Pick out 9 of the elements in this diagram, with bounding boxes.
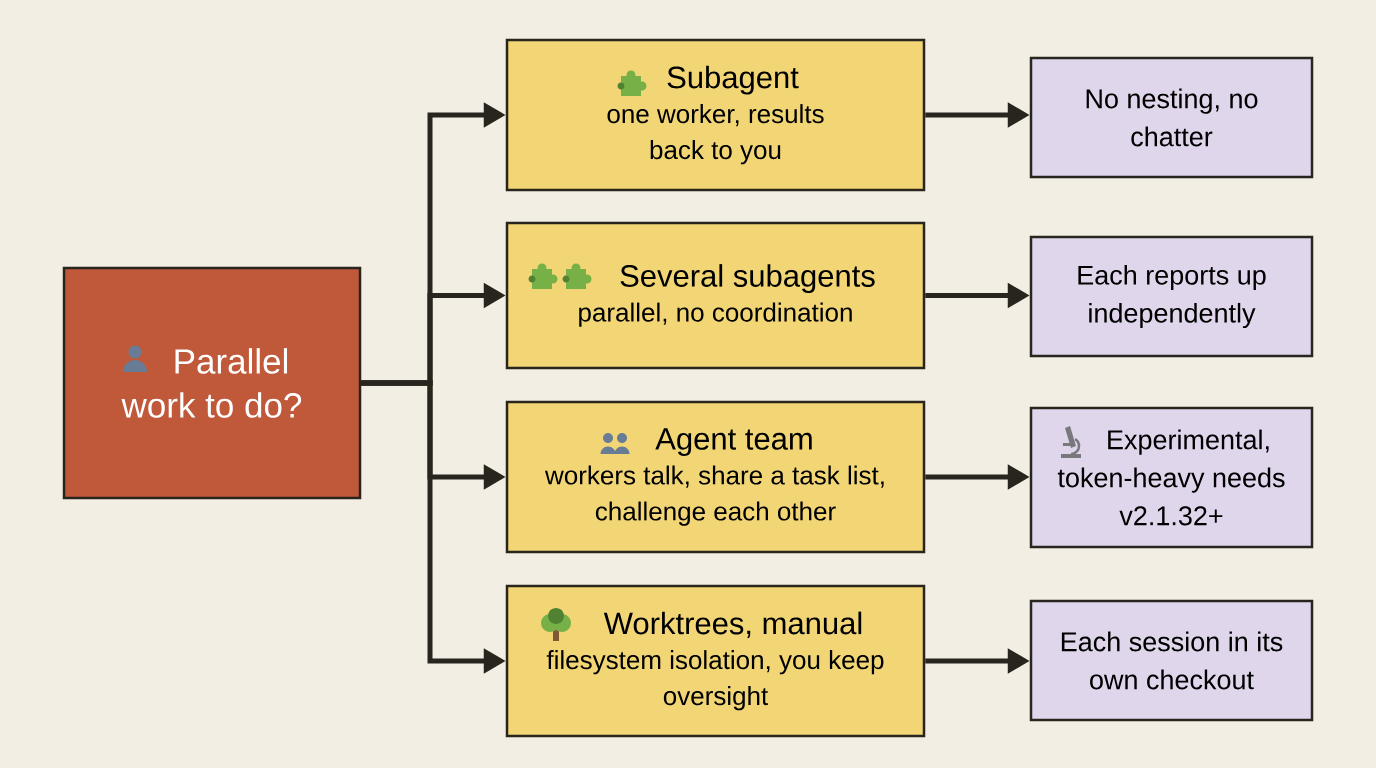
outcome-box: No nesting, no chatter — [1029, 56, 1314, 179]
decision-box: Parallel work to do? — [62, 266, 362, 500]
outcome-box: Experimental, token-heavy needs v2.1.32+ — [1029, 406, 1314, 549]
option-box: Subagent one worker, results back to you — [505, 38, 926, 192]
outcome-box: Each reports up independently — [1029, 235, 1314, 358]
outcome-box: Each session in its own checkout — [1029, 599, 1314, 722]
option-box: Several subagents parallel, no coordination — [505, 221, 926, 370]
option-box: Agent team workers talk, share a task list, challenge each other — [505, 400, 926, 554]
option-box: Worktrees, manual filesystem isolation, you keep oversight — [505, 584, 926, 738]
